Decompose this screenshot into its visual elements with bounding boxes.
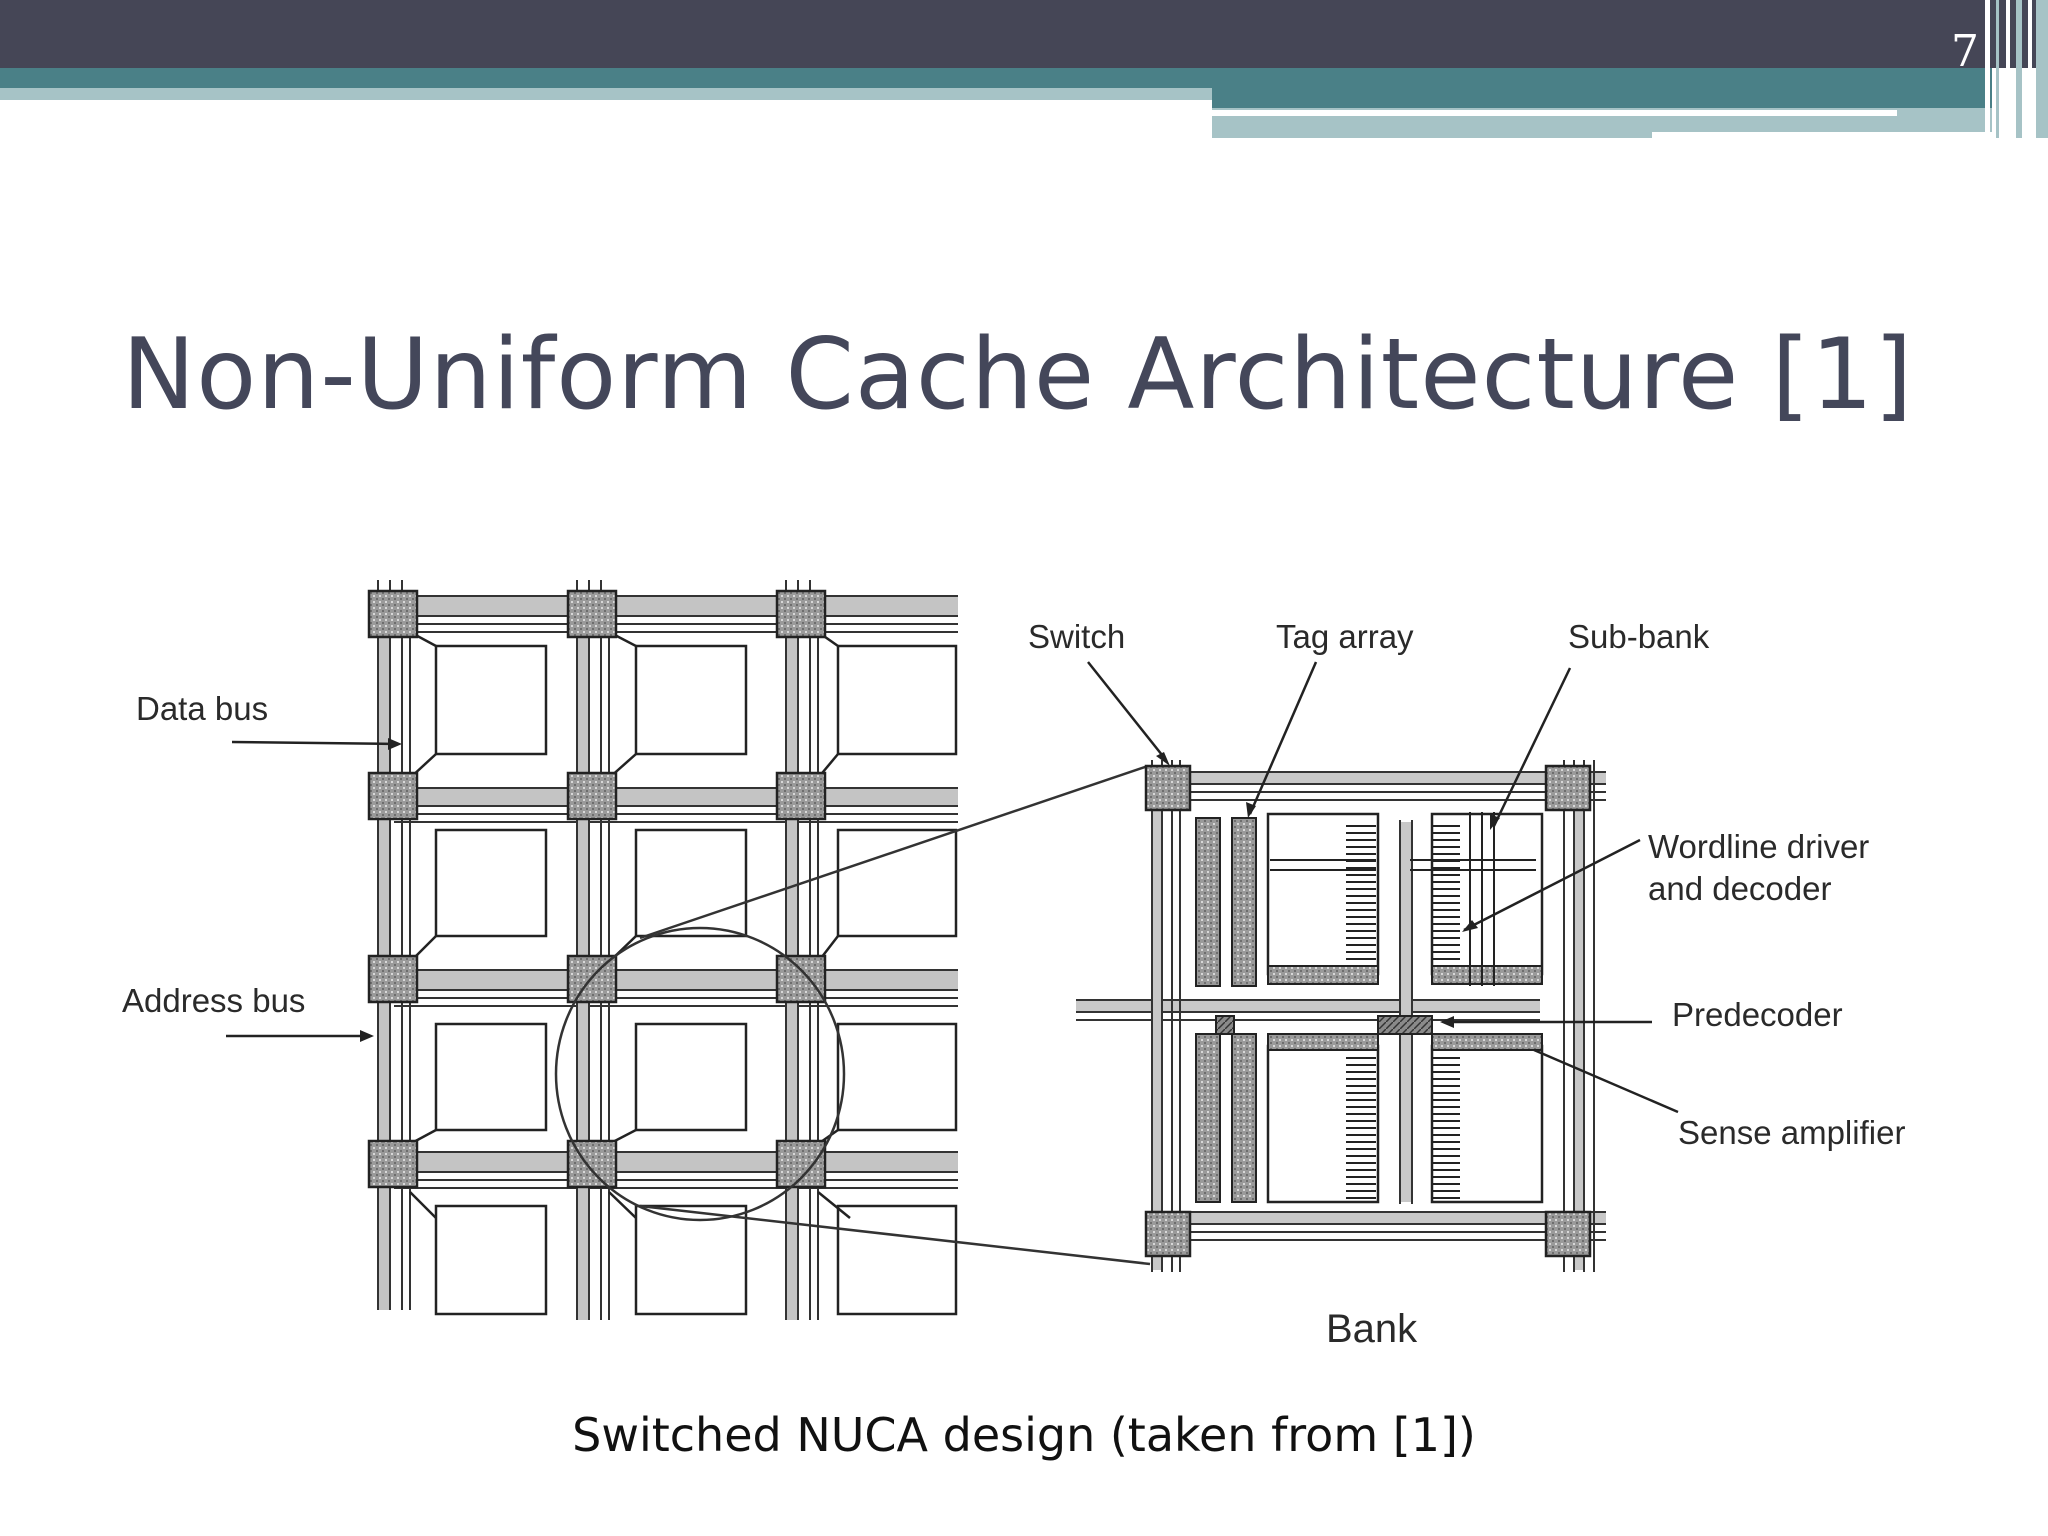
bank-square xyxy=(634,644,748,756)
zoom-lines xyxy=(639,764,1151,1266)
detail-switch xyxy=(1544,764,1592,812)
bank-square xyxy=(434,828,548,938)
header-stripe-2 xyxy=(1996,0,1999,138)
switch-node xyxy=(367,771,419,821)
header-stripe-5 xyxy=(2028,0,2032,138)
switches xyxy=(367,589,827,1189)
label-predecoder: Predecoder xyxy=(1672,996,1843,1033)
label-bank: Bank xyxy=(1326,1307,1418,1351)
leader-lines xyxy=(226,661,1679,1114)
switch-node xyxy=(775,1139,827,1189)
zoom-circle xyxy=(554,926,846,1222)
detail-switches xyxy=(1144,764,1592,1258)
sense-amplifiers xyxy=(1267,965,1543,1051)
bank-detail xyxy=(1076,760,1606,1272)
detail-switch xyxy=(1144,1210,1192,1258)
predecoder-block xyxy=(1377,1015,1433,1035)
sub-bank-block xyxy=(1266,1044,1380,1204)
tag-array-strip xyxy=(1231,1033,1257,1203)
header-line-white xyxy=(1212,110,1897,116)
bank-square xyxy=(836,1204,958,1316)
switch-node xyxy=(367,954,419,1004)
switch-node xyxy=(566,589,618,639)
tag-arrays xyxy=(1195,817,1257,1203)
detail-bus-fill xyxy=(1076,773,1606,1223)
sub-bank-block xyxy=(1430,1044,1544,1204)
horizontal-bus-lines xyxy=(394,595,958,1189)
bank-square xyxy=(634,828,748,938)
vertical-bus-lines xyxy=(377,580,819,1320)
label-and-decoder: and decoder xyxy=(1648,870,1831,907)
switch-grid xyxy=(367,580,958,1320)
label-tag-array: Tag array xyxy=(1276,618,1414,655)
bank-square xyxy=(836,644,958,756)
label-sub-bank: Sub-bank xyxy=(1568,618,1710,655)
header-band-teal xyxy=(0,68,1212,88)
header-decoration xyxy=(0,0,2048,138)
bank-square xyxy=(634,1022,748,1132)
sense-amp-bar xyxy=(1431,965,1543,985)
detail-vertical-fill xyxy=(1153,770,1583,1270)
switch-node xyxy=(775,771,827,821)
switch-node xyxy=(367,589,419,639)
label-switch: Switch xyxy=(1028,618,1125,655)
bank-square xyxy=(434,1022,548,1132)
header-stripe-4 xyxy=(2016,0,2022,138)
page-number: 7 xyxy=(1951,26,1979,77)
label-sense-amplifier: Sense amplifier xyxy=(1678,1114,1905,1151)
sense-amp-bar xyxy=(1267,965,1379,985)
slide-title: Non-Uniform Cache Architecture [1] xyxy=(122,318,1914,432)
tag-array-strip xyxy=(1195,817,1221,987)
cache-banks xyxy=(434,644,958,1316)
detail-horizontal-buses xyxy=(1076,771,1606,1241)
label-data-bus: Data bus xyxy=(136,690,268,727)
bank-square xyxy=(634,1204,748,1316)
header-stripe-6 xyxy=(2036,0,2048,138)
label-address-bus: Address bus xyxy=(122,982,305,1019)
wordline-combs xyxy=(1346,825,1460,1199)
header-band-teal-right xyxy=(1212,68,1992,108)
bank-square xyxy=(836,1022,958,1132)
detail-switch xyxy=(1144,764,1192,812)
detail-vertical-buses xyxy=(1151,760,1595,1272)
label-wordline-driver: Wordline driver xyxy=(1648,828,1869,865)
detail-switch xyxy=(1544,1210,1592,1258)
sub-bank-lines xyxy=(1270,812,1536,986)
sub-bank-block xyxy=(1430,812,1544,976)
arrow-heads xyxy=(360,738,1500,1042)
sense-amp-bar xyxy=(1431,1033,1543,1051)
header-stripe-1 xyxy=(1985,0,1990,138)
sense-amp-bar xyxy=(1267,1033,1379,1051)
header-band-light xyxy=(0,88,1212,100)
predecoder-small xyxy=(1215,1015,1235,1035)
switch-node xyxy=(566,771,618,821)
header-stripe-3 xyxy=(2006,0,2010,138)
bank-square xyxy=(434,1204,548,1316)
switch-node xyxy=(775,589,827,639)
switch-node xyxy=(775,954,827,1004)
bank-square xyxy=(434,644,548,756)
sub-bank-block xyxy=(1266,812,1380,976)
bank-square xyxy=(836,828,958,938)
tag-array-strip xyxy=(1231,817,1257,987)
switch-node xyxy=(367,1139,419,1189)
header-bar-dark xyxy=(0,0,2048,68)
figure-caption: Switched NUCA design (taken from [1]) xyxy=(572,1408,1476,1462)
tag-array-strip xyxy=(1195,1033,1221,1203)
